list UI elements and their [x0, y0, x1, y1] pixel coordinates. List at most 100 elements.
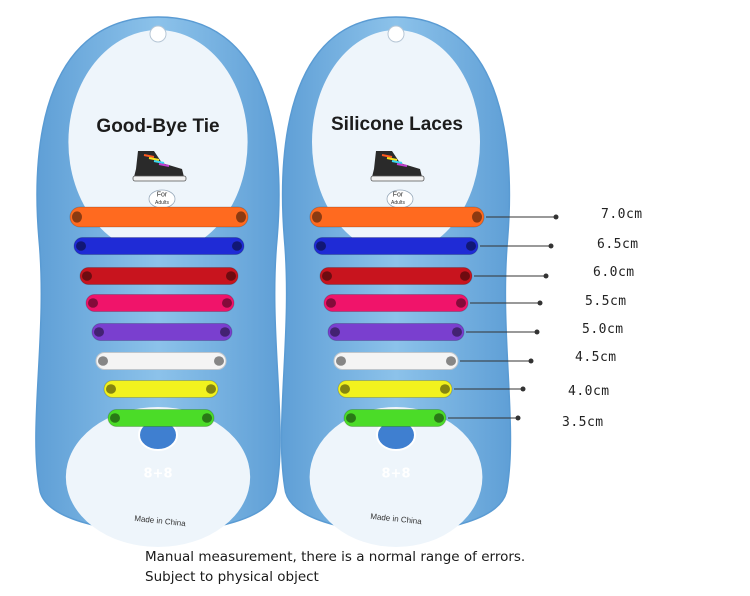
lace-band	[333, 352, 459, 370]
lace-hole	[460, 271, 470, 281]
lace-hole	[312, 211, 322, 223]
lace-band	[313, 237, 479, 255]
silicone-lace	[91, 323, 233, 341]
sneaker-lace-stroke	[158, 163, 170, 167]
lace-band	[79, 267, 239, 285]
silicone-lace	[73, 237, 245, 255]
lace-hole	[316, 241, 326, 251]
size-label: 3.5cm	[562, 415, 604, 430]
card-top-panel	[68, 30, 248, 254]
measure-dot	[515, 415, 521, 421]
lace-hole	[110, 413, 120, 423]
lace-band	[73, 237, 245, 255]
lace-hole	[236, 211, 246, 223]
lace-band	[69, 206, 249, 228]
lace-hole	[456, 298, 466, 308]
lace-hole	[446, 356, 456, 366]
lace-hole	[434, 413, 444, 423]
lace-hole	[222, 298, 232, 308]
sneaker-icon	[132, 151, 187, 182]
lace-band	[91, 323, 233, 341]
sneaker-lace-stroke	[396, 163, 408, 167]
lace-hole	[330, 327, 340, 337]
right-card-badge: 8+8	[381, 466, 411, 482]
lace-hole	[472, 211, 482, 223]
silicone-lace	[79, 267, 239, 285]
lace-band	[107, 409, 215, 427]
lace-hole	[72, 211, 82, 223]
right-card-tag-for: For	[392, 191, 404, 199]
lace-hole	[82, 271, 92, 281]
hang-hole	[387, 25, 405, 43]
lace-hole	[76, 241, 86, 251]
size-label: 4.5cm	[575, 350, 617, 365]
lace-hole	[88, 298, 98, 308]
silicone-lace	[323, 294, 469, 312]
lace-hole	[106, 384, 116, 394]
card-top-panel	[312, 30, 480, 254]
lace-hole	[220, 327, 230, 337]
lace-band	[323, 294, 469, 312]
silicone-lace	[69, 206, 249, 228]
lace-band	[95, 352, 227, 370]
silicone-lace	[333, 352, 459, 370]
size-label: 6.0cm	[593, 265, 635, 280]
lace-band	[309, 206, 485, 228]
left-card-badge: 8+8	[143, 466, 173, 482]
size-label: 5.5cm	[585, 294, 627, 309]
lace-hole	[94, 327, 104, 337]
measure-dot	[520, 386, 526, 392]
lace-hole	[340, 384, 350, 394]
sneaker-lace-stroke	[386, 157, 398, 161]
lace-hole	[452, 327, 462, 337]
size-label: 6.5cm	[597, 237, 639, 252]
left-card-tag-adults: Adults	[155, 200, 169, 206]
sneaker-icon	[370, 151, 425, 182]
sneaker-lace-stroke	[148, 157, 160, 161]
hang-hole	[149, 25, 167, 43]
lace-hole	[322, 271, 332, 281]
caption-line-1: Manual measurement, there is a normal ra…	[145, 549, 526, 565]
left-card-title: Good-Bye Tie	[96, 116, 220, 137]
silicone-lace	[95, 352, 227, 370]
lace-band	[85, 294, 235, 312]
sneaker-sole	[132, 175, 187, 182]
measure-dot	[548, 243, 554, 249]
lace-hole	[326, 298, 336, 308]
silicone-lace	[337, 380, 453, 398]
measure-dot	[537, 300, 543, 306]
silicone-lace	[107, 409, 215, 427]
sneaker-lace-stroke	[143, 154, 155, 158]
size-label: 4.0cm	[568, 384, 610, 399]
measure-dot	[543, 273, 549, 279]
lace-band	[319, 267, 473, 285]
silicone-lace	[319, 267, 473, 285]
lace-band	[337, 380, 453, 398]
measure-dot	[534, 329, 540, 335]
sneaker-lace-stroke	[381, 154, 393, 158]
lace-hole	[206, 384, 216, 394]
silicone-lace	[327, 323, 465, 341]
lace-band	[343, 409, 447, 427]
right-card-title: Silicone Laces	[330, 114, 464, 135]
lace-band	[103, 380, 219, 398]
left-card-tag-for: For	[156, 191, 168, 199]
lace-band	[327, 323, 465, 341]
measure-dot	[553, 214, 559, 220]
lace-hole	[346, 413, 356, 423]
lace-hole	[214, 356, 224, 366]
lace-hole	[98, 356, 108, 366]
card-bottom-panel	[65, 407, 251, 547]
measure-dot	[528, 358, 534, 364]
lace-hole	[232, 241, 242, 251]
sneaker-lace-stroke	[391, 160, 403, 164]
lace-hole	[202, 413, 212, 423]
sneaker-sole	[370, 175, 425, 182]
sneaker-lace-stroke	[153, 160, 165, 164]
silicone-lace	[309, 206, 485, 228]
size-label: 7.0cm	[601, 207, 643, 222]
silicone-lace	[343, 409, 447, 427]
lace-hole	[466, 241, 476, 251]
